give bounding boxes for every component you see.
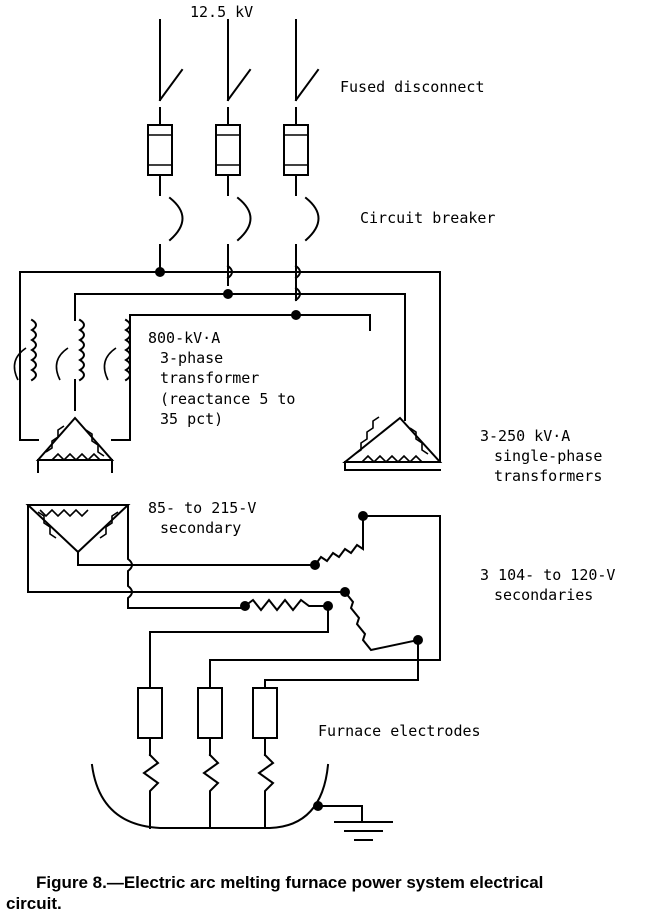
secondary-85-delta bbox=[25, 504, 346, 609]
fused-disconnect-fuses bbox=[147, 124, 309, 176]
label-single-phase-3: transformers bbox=[494, 467, 602, 485]
secondary-104-windings bbox=[149, 511, 441, 681]
label-single-phase-2: single-phase bbox=[494, 447, 602, 465]
furnace-hearth bbox=[90, 763, 363, 829]
label-main-transformer-3: transformer bbox=[160, 369, 259, 387]
ground-icon bbox=[334, 821, 393, 841]
label-secondary-85-1: 85- to 215-V bbox=[148, 499, 256, 517]
label-main-transformer-1: 800-kV·A bbox=[148, 329, 220, 347]
circuit-breakers bbox=[168, 196, 320, 242]
label-secondaries-104-2: secondaries bbox=[494, 586, 593, 604]
label-secondary-85-2: secondary bbox=[160, 519, 241, 537]
caption-line-1: Figure 8.—Electric arc melting furnace p… bbox=[36, 873, 543, 892]
label-furnace-electrodes: Furnace electrodes bbox=[318, 722, 481, 740]
label-main-transformer-4: (reactance 5 to bbox=[160, 390, 295, 408]
label-fused-disconnect: Fused disconnect bbox=[340, 78, 485, 96]
label-supply-voltage: 12.5 kV bbox=[190, 3, 253, 21]
primary-buses bbox=[19, 264, 441, 320]
single-phase-transformers bbox=[342, 271, 443, 471]
label-secondaries-104-1: 3 104- to 120-V bbox=[480, 566, 615, 584]
label-circuit-breaker: Circuit breaker bbox=[360, 209, 495, 227]
supply-lines bbox=[158, 19, 320, 301]
label-single-phase-1: 3-250 kV·A bbox=[480, 427, 570, 445]
caption-line-2: circuit. bbox=[6, 894, 62, 913]
labels: 12.5 kV Fused disconnect Circuit breaker… bbox=[148, 3, 615, 740]
label-main-transformer-5: 35 pct) bbox=[160, 410, 223, 428]
label-main-transformer-2: 3-phase bbox=[160, 349, 223, 367]
three-phase-transformer bbox=[13, 271, 131, 473]
furnace-electrodes bbox=[137, 631, 278, 829]
figure-caption: Figure 8.—Electric arc melting furnace p… bbox=[6, 873, 543, 913]
